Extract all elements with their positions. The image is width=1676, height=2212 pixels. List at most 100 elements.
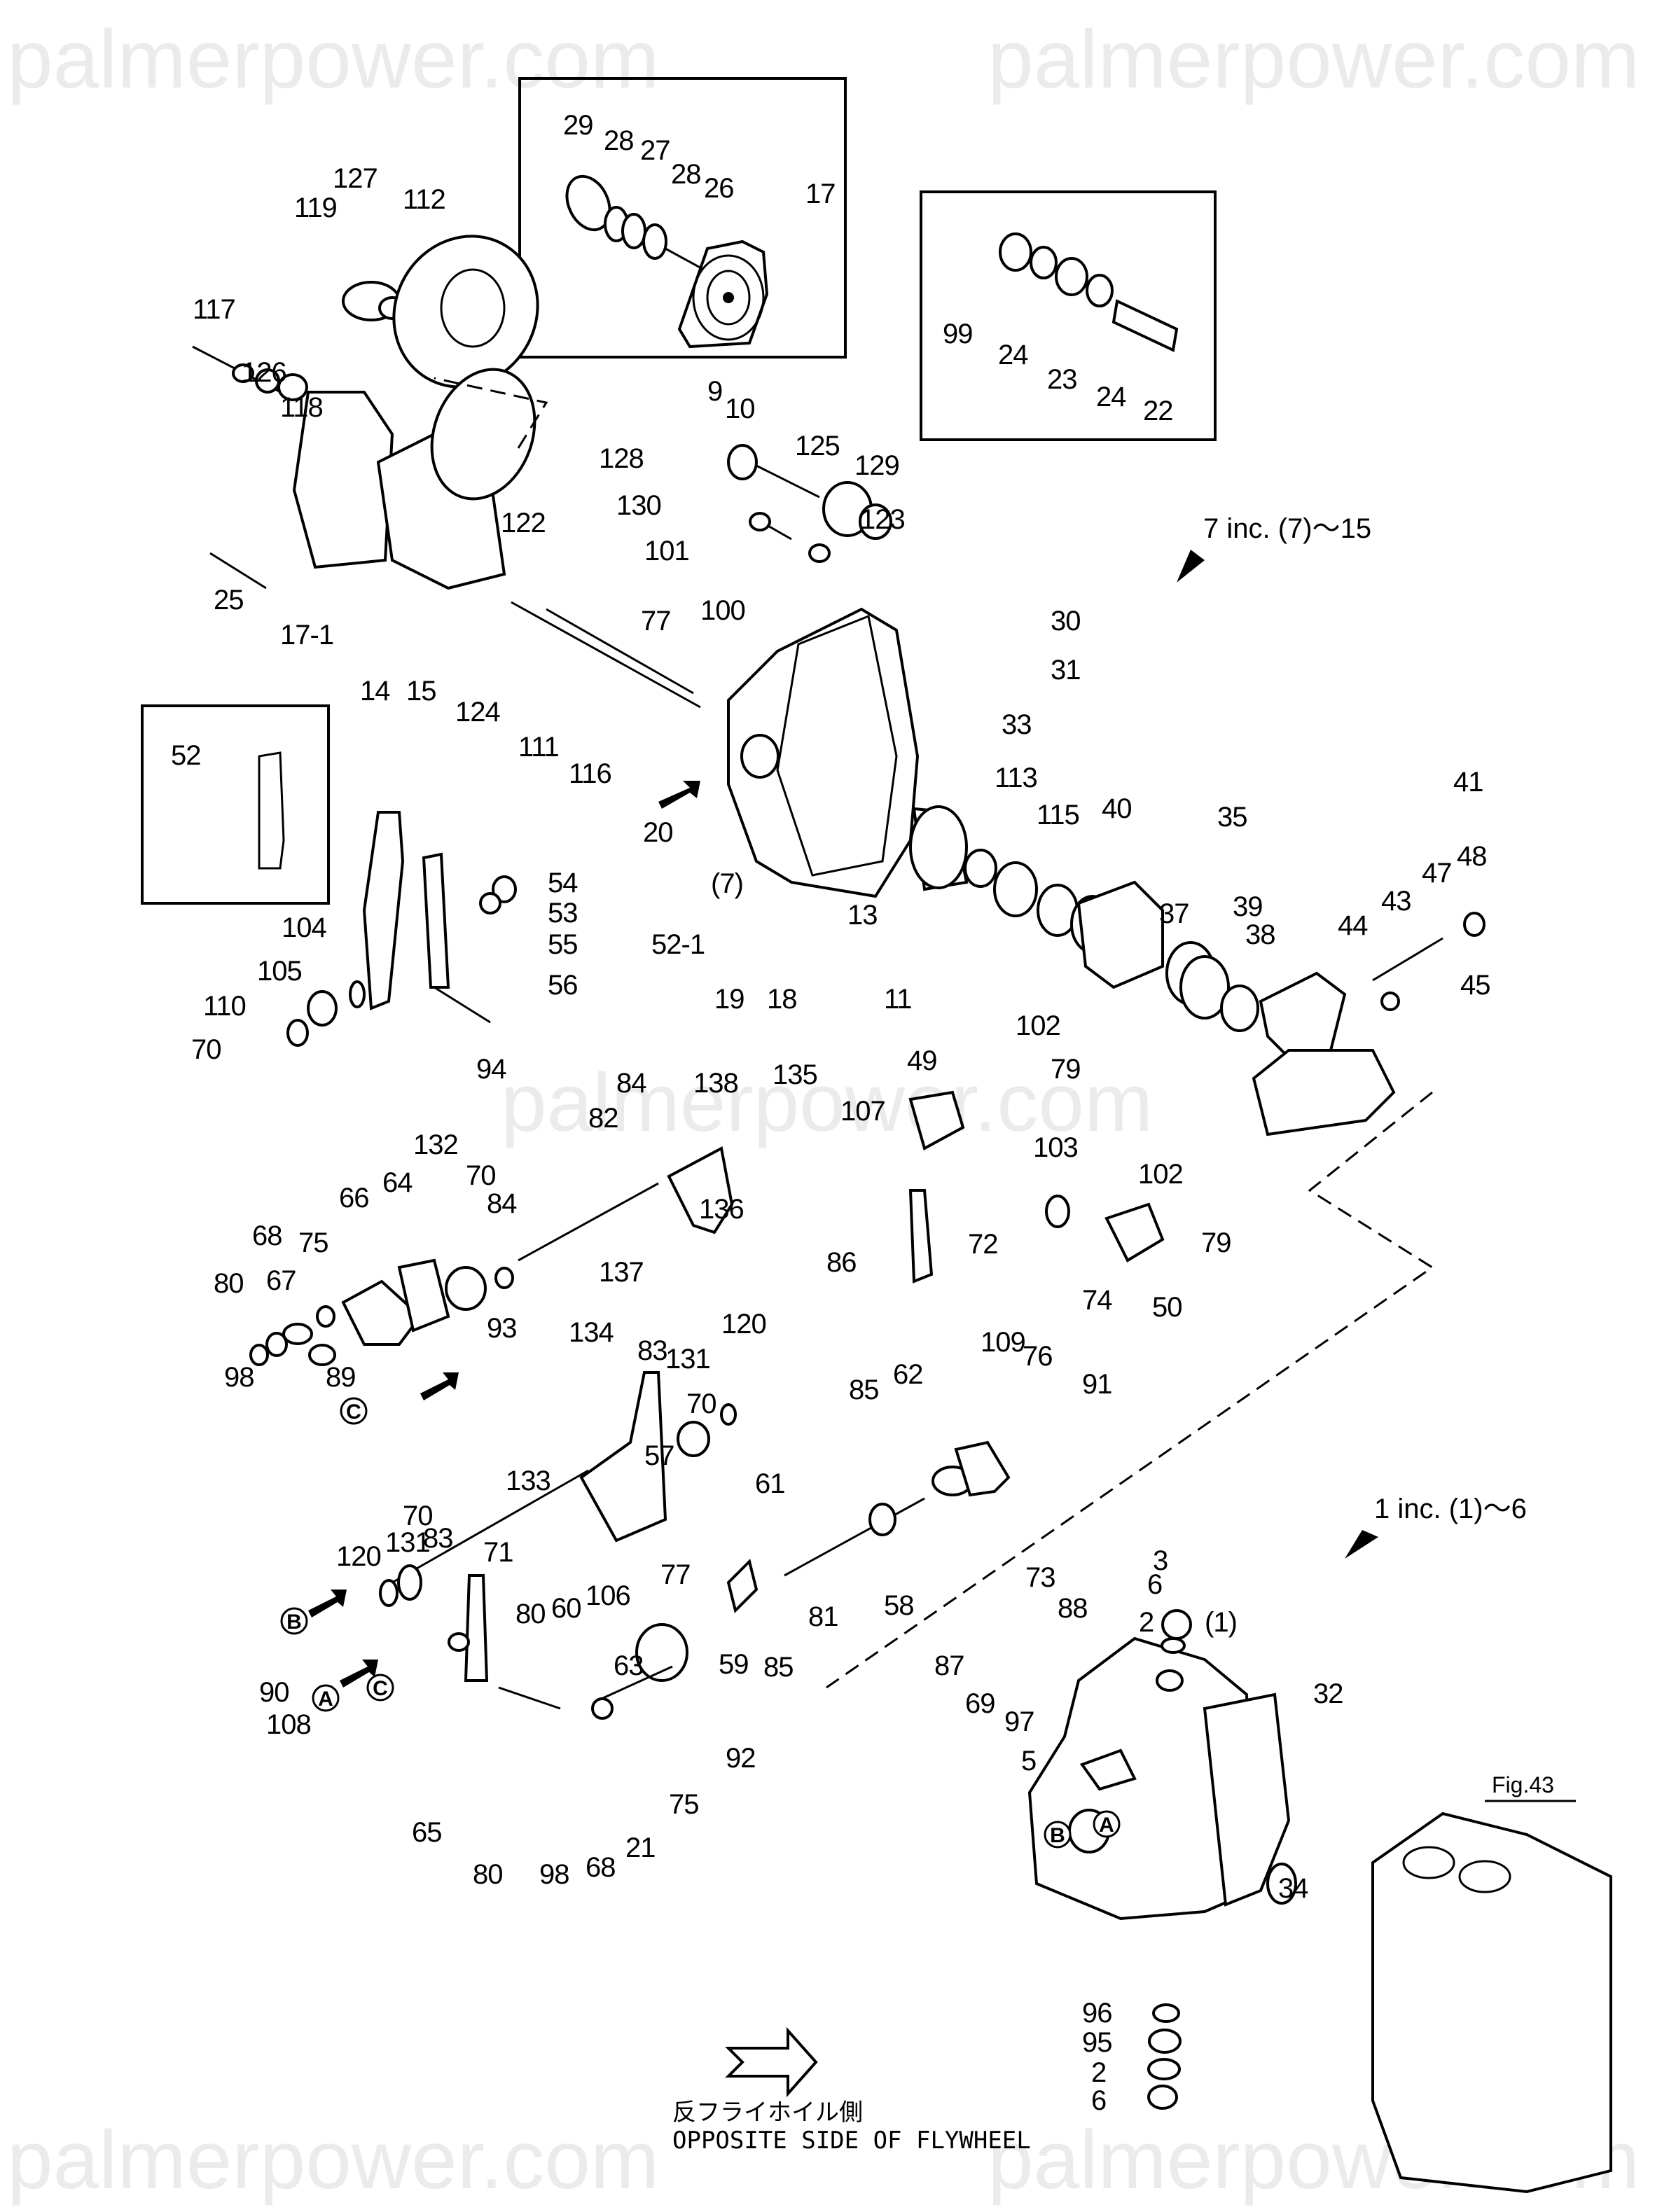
part-number-label: 91 [1082,1369,1112,1400]
arrow-icon [420,1372,459,1400]
ref-marker-a-left: A [312,1684,340,1712]
part-number-label: 98 [539,1859,569,1890]
part-number-label: 17-1 [280,620,333,651]
part-number-label: 52-1 [651,929,705,960]
part-number-label: 97 [1004,1706,1034,1737]
part-number-label: 67 [266,1265,296,1296]
watermark-top-right: palmerpower.com [988,13,1640,106]
part-number-label: 120 [336,1541,381,1572]
part-number-label: 101 [644,536,689,566]
note-group-7: 7 inc. (7)～15 [1203,513,1371,544]
part-number-label: 85 [849,1375,879,1405]
part-number-label: 83 [423,1523,453,1554]
part-number-label: 77 [660,1559,691,1590]
part-number-label: 24 [998,340,1028,370]
part-number-label: 106 [586,1580,630,1611]
part-number-label: 116 [569,758,611,789]
part-number-label: 117 [193,294,235,325]
part-number-label: 2 [1139,1607,1154,1638]
part-number-label: 29 [563,110,593,141]
part-number-label: 100 [700,595,745,626]
part-number-label: 111 [518,732,559,763]
part-number-label: 76 [1023,1341,1053,1372]
part-number-label: 23 [1047,364,1077,395]
pointer-triangle-group-7 [1177,550,1205,583]
part-number-label: 74 [1082,1285,1112,1316]
part-number-label: 54 [548,868,578,898]
part-number-label: 9 [707,376,722,407]
part-number-label: 48 [1457,841,1487,872]
part-number-label: 126 [242,357,286,388]
part-number-label: 82 [588,1103,618,1134]
part-number-label: 70 [686,1389,716,1419]
part-number-label: 77 [641,606,671,637]
inset-box-stud-assembly [920,190,1217,441]
part-number-label: 19 [714,984,744,1015]
part-number-label: 105 [257,956,302,987]
part-number-label: 131 [665,1344,710,1375]
part-number-label: 63 [614,1650,644,1681]
svg-text:C: C [346,1400,361,1424]
part-number-label: 75 [669,1789,699,1820]
part-number-label: 127 [333,163,378,194]
part-number-label: 45 [1460,970,1490,1001]
part-number-label: 18 [767,984,797,1015]
part-number-label: 61 [755,1468,785,1499]
part-number-label: 24 [1096,382,1126,412]
part-number-label: 138 [693,1068,738,1099]
arrow-icon [658,781,700,809]
part-number-label: 132 [413,1129,458,1160]
part-number-label: 102 [1138,1159,1183,1190]
part-number-label: 6 [1091,2085,1106,2116]
part-number-label: 90 [259,1677,289,1708]
ref-marker-b-housing: B [1044,1821,1072,1849]
part-number-label: 89 [326,1362,356,1393]
part-number-label: 84 [487,1188,517,1219]
part-number-label: 28 [604,125,634,156]
part-number-label: 137 [599,1257,644,1288]
part-number-label: 3 [1153,1545,1168,1576]
part-number-label: 39 [1233,891,1263,922]
part-number-label: 98 [224,1362,254,1393]
ref-marker-c-upper: C [340,1397,368,1425]
part-number-label: 80 [515,1599,546,1629]
part-number-label: 27 [640,135,670,166]
part-number-label: 108 [266,1709,311,1740]
part-number-label: 73 [1025,1562,1055,1593]
part-number-label: 119 [294,193,337,223]
part-number-label: 103 [1033,1132,1078,1163]
arrow-icon [340,1660,378,1688]
part-number-label: 53 [548,898,578,928]
part-number-label: 83 [637,1335,667,1366]
part-number-label: 110 [203,991,246,1022]
part-number-label: 115 [1037,800,1079,830]
part-number-label: 136 [699,1194,744,1225]
watermark-top-left: palmerpower.com [7,13,659,106]
part-number-label: 95 [1082,2027,1112,2058]
part-number-label: 32 [1313,1678,1343,1709]
fig-reference: Fig.43 [1492,1772,1554,1797]
part-number-label: 118 [280,392,323,423]
part-number-label: 68 [252,1220,282,1251]
part-number-label: 68 [586,1852,616,1883]
part-number-label: 64 [382,1167,413,1198]
part-number-label: 65 [412,1817,442,1848]
part-number-label: 70 [191,1034,221,1065]
ref-marker-c-lower: C [366,1674,394,1702]
part-number-label: 6 [1147,1569,1162,1600]
part-number-label: 107 [840,1096,885,1127]
part-number-label: 134 [569,1317,614,1348]
part-number-label: 40 [1102,793,1132,824]
part-number-label: 120 [721,1309,766,1340]
part-number-label: 2 [1091,2057,1106,2088]
part-number-label: 13 [847,900,878,931]
part-number-label: 131 [385,1527,430,1558]
part-number-label: 26 [704,173,734,204]
inset-box-lever-52 [141,704,330,905]
part-number-label: 88 [1058,1593,1088,1624]
part-number-label: (1) [1205,1607,1237,1638]
part-number-label: 34 [1278,1873,1308,1904]
part-number-label: 92 [726,1743,756,1774]
